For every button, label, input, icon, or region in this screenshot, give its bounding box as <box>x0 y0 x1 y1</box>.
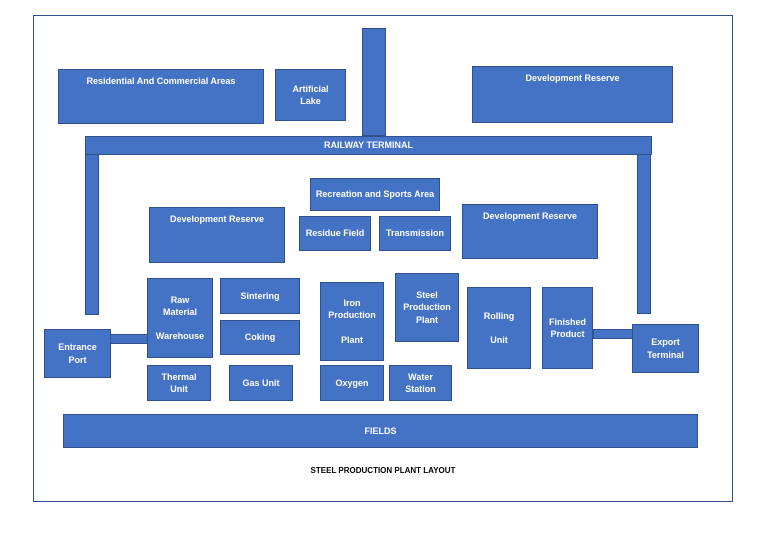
sintering-block: Sintering <box>220 278 300 314</box>
railway-left-branch <box>85 154 99 315</box>
residue-field-block: Residue Field <box>299 216 371 251</box>
artificial-lake-block: Artificial Lake <box>275 69 346 121</box>
entrance-connector <box>110 334 148 344</box>
development-reserve-left-block: Development Reserve <box>149 207 285 263</box>
development-reserve-right-block: Development Reserve <box>462 204 598 259</box>
coking-block: Coking <box>220 320 300 355</box>
diagram-caption: STEEL PRODUCTION PLANT LAYOUT <box>310 466 456 475</box>
raw-material-warehouse-block: Raw Material Warehouse <box>147 278 213 358</box>
diagram-frame <box>33 15 733 502</box>
entrance-port-block: Entrance Port <box>44 329 111 378</box>
export-terminal-block: Export Terminal <box>632 324 699 373</box>
steel-production-plant-block: Steel Production Plant <box>395 273 459 342</box>
fields-block: FIELDS <box>63 414 698 448</box>
iron-production-plant-block: Iron Production Plant <box>320 282 384 361</box>
gas-unit-block: Gas Unit <box>229 365 293 401</box>
thermal-unit-block: Thermal Unit <box>147 365 211 401</box>
transmission-block: Transmission <box>379 216 451 251</box>
railway-vertical-spur <box>362 28 386 136</box>
development-reserve-top-block: Development Reserve <box>472 66 673 123</box>
railway-terminal-block: RAILWAY TERMINAL <box>85 136 652 155</box>
export-connector <box>593 329 633 339</box>
oxygen-block: Oxygen <box>320 365 384 401</box>
rolling-unit-block: Rolling Unit <box>467 287 531 369</box>
finished-product-block: Finished Product <box>542 287 593 369</box>
water-station-block: Water Station <box>389 365 452 401</box>
residential-commercial-block: Residential And Commercial Areas <box>58 69 264 124</box>
recreation-sports-block: Recreation and Sports Area <box>310 178 440 211</box>
railway-right-branch <box>637 154 651 314</box>
